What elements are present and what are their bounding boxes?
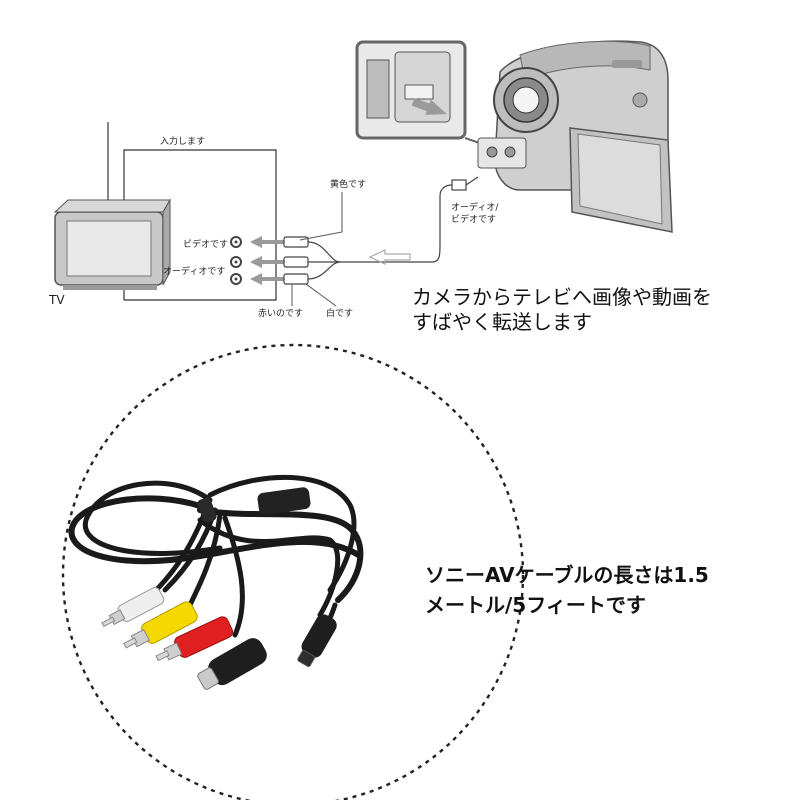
- white-rca-plug: [101, 587, 165, 628]
- tv-jacks: [230, 236, 242, 285]
- tv-icon: [53, 198, 171, 290]
- caption-top-line1: カメラからテレビへ画像や動画を: [412, 285, 712, 309]
- caption-top: カメラからテレビへ画像や動画を すばやく転送します: [412, 285, 712, 335]
- rca-plugs-diagram: [283, 236, 309, 285]
- red-rca-plug: [155, 616, 234, 662]
- diagram-cable: [307, 176, 479, 280]
- audio-label: オーディオです: [163, 265, 225, 277]
- svideo-plug: [197, 638, 267, 690]
- yellow-label: 黄色です: [330, 178, 366, 190]
- camera-av-plug: [297, 614, 337, 668]
- caption-bottom: ソニーAVケーブルの長さは1.5 メートル/5フィートです: [425, 560, 709, 620]
- callout-lines: [291, 192, 343, 307]
- input-label: 入力します: [160, 135, 205, 147]
- video-label: ビデオです: [183, 238, 228, 250]
- camera-port-label-line1: オーディオ/: [451, 201, 499, 213]
- connection-diagram: TV 入力します: [48, 122, 499, 319]
- camera-port-label-line2: ビデオです: [451, 213, 496, 225]
- camcorder-icon: [355, 40, 673, 233]
- caption-bottom-line1: ソニーAVケーブルの長さは1.5: [425, 563, 709, 587]
- caption-bottom-line2: メートル/5フィートです: [425, 593, 646, 617]
- yellow-rca-plug: [123, 601, 198, 649]
- arrow-left-icon: [368, 249, 411, 265]
- red-label: 赤いのです: [258, 308, 303, 319]
- white-label: 白です: [326, 307, 353, 319]
- av-cable-photo: [68, 474, 364, 690]
- plug-arrows: [250, 236, 284, 285]
- tv-label: TV: [48, 293, 65, 307]
- caption-top-line2: すばやく転送します: [412, 310, 592, 334]
- photo-frame-circle: [61, 343, 525, 800]
